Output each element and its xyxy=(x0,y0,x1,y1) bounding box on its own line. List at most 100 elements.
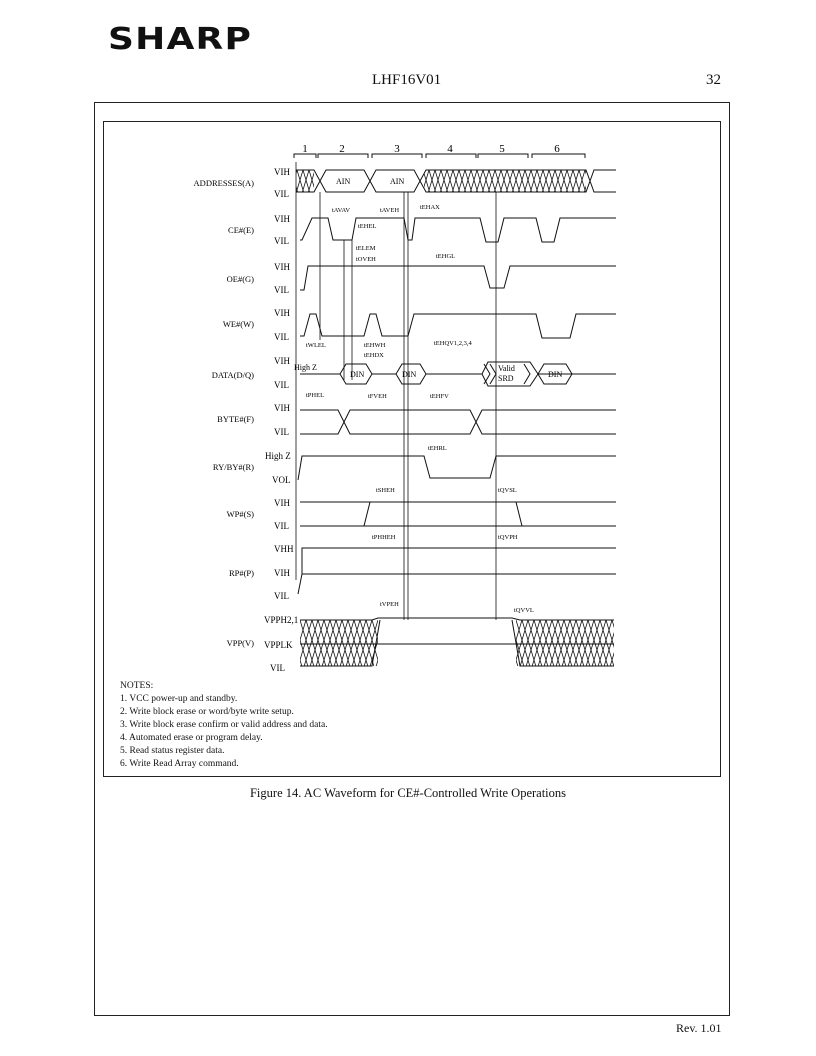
timing-label: tAVAV xyxy=(332,207,350,214)
timing-label: tEHWH xyxy=(364,342,386,349)
level-label: VIL xyxy=(274,189,289,199)
rp-waveform xyxy=(297,547,616,595)
step-label: 1 xyxy=(302,143,308,155)
level-label: VOL xyxy=(272,475,291,485)
level-label: VIH xyxy=(274,167,290,177)
signal-name: VPP(V) xyxy=(227,638,255,648)
figure-caption: Figure 14. AC Waveform for CE#-Controlle… xyxy=(249,786,567,800)
level-label: VPPLK xyxy=(264,640,293,650)
timing-label: tFVEH xyxy=(368,393,387,400)
timing-label: tPHEL xyxy=(306,392,324,399)
level-label: VIL xyxy=(274,591,289,601)
timing-label: tQVSL xyxy=(498,487,517,494)
note-item: 2. Write block erase or word/byte write … xyxy=(120,707,294,717)
timing-label: tAVEH xyxy=(380,207,399,214)
sharp-logo: SHARP xyxy=(108,22,253,57)
bracket-5 xyxy=(477,153,529,158)
vpp-waveform xyxy=(300,617,614,667)
step-label: 3 xyxy=(394,143,400,155)
page-frame xyxy=(94,102,730,1016)
signal-name: OE#(G) xyxy=(227,274,255,284)
note-item: 3. Write block erase confirm or valid ad… xyxy=(120,720,328,730)
valid-label: Valid xyxy=(498,364,515,373)
timing-label: tQVVL xyxy=(514,607,534,614)
high-z-label: High Z xyxy=(294,363,317,372)
document-id: LHF16V01 xyxy=(372,72,442,88)
bracket-4 xyxy=(425,153,477,158)
level-label: VIL xyxy=(274,521,289,531)
srd-label: SRD xyxy=(498,374,514,383)
level-label: VIL xyxy=(274,380,289,390)
level-label: VIL xyxy=(274,236,289,246)
step-brackets xyxy=(293,153,586,158)
bracket-1 xyxy=(293,153,317,158)
signal-name: WE#(W) xyxy=(223,319,254,329)
note-item: 5. Read status register data. xyxy=(120,746,225,756)
signal-name: BYTE#(F) xyxy=(217,414,254,424)
step-label: 4 xyxy=(447,143,453,155)
addr-in-label: AIN xyxy=(336,177,350,186)
data-in-label: DIN xyxy=(350,370,364,379)
addresses-waveform xyxy=(296,169,616,193)
level-label: VIH xyxy=(274,498,290,508)
figure-frame xyxy=(103,121,721,777)
timing-label: tVPEH xyxy=(380,601,399,608)
signal-name: ADDRESSES(A) xyxy=(194,178,255,188)
level-label: VIH xyxy=(274,308,290,318)
step-label: 5 xyxy=(499,143,505,155)
notes-list: 1. VCC power-up and standby. 2. Write bl… xyxy=(120,693,328,771)
note-item: 4. Automated erase or program delay. xyxy=(120,733,263,743)
timing-diagram: 1 2 3 4 5 6 ADDRESSES(A) CE#(E) OE#(G) W… xyxy=(194,143,616,673)
note-item: 6. Write Read Array command. xyxy=(120,759,239,769)
timing-label: tEHDX xyxy=(364,352,384,359)
step-label: 2 xyxy=(339,143,345,155)
data-in-label: DIN xyxy=(548,370,562,379)
ce-waveform xyxy=(300,217,616,243)
notes: NOTES: 1. VCC power-up and standby. 2. W… xyxy=(120,680,328,771)
timing-label: tEHFV xyxy=(430,393,449,400)
signal-name: DATA(D/Q) xyxy=(212,370,254,380)
timing-label: tWLEL xyxy=(306,342,326,349)
timing-label: tOVEH xyxy=(356,256,376,263)
addr-in-label: AIN xyxy=(390,177,404,186)
signal-name: WP#(S) xyxy=(227,509,255,519)
bracket-6 xyxy=(531,153,586,158)
wp-waveform xyxy=(300,501,616,527)
level-label: VIH xyxy=(274,214,290,224)
signal-name: RY/BY#(R) xyxy=(213,462,254,472)
timing-label: tPHHEH xyxy=(372,534,396,541)
data-in-label: DIN xyxy=(402,370,416,379)
level-label: VPPH2,1 xyxy=(264,615,298,625)
level-label: VIH xyxy=(274,403,290,413)
timing-label: tEHQV1,2,3,4 xyxy=(434,340,472,347)
byte-waveform xyxy=(300,409,616,435)
level-label: VIL xyxy=(270,663,285,673)
ryby-waveform xyxy=(297,455,616,481)
bracket-2 xyxy=(317,153,369,158)
level-label: VHH xyxy=(274,544,294,554)
page-number: 32 xyxy=(706,72,721,88)
level-label: High Z xyxy=(265,451,291,461)
level-label: VIH xyxy=(274,356,290,366)
bracket-3 xyxy=(371,153,423,158)
timing-label: tSHEH xyxy=(376,487,395,494)
notes-title: NOTES: xyxy=(120,681,154,691)
level-label: VIL xyxy=(274,285,289,295)
level-label: VIH xyxy=(274,262,290,272)
timing-label: tELEM xyxy=(356,245,376,252)
level-label: VIL xyxy=(274,332,289,342)
revision: Rev. 1.01 xyxy=(676,1021,722,1035)
timing-label: tEHGL xyxy=(436,253,455,260)
timing-label: tEHRL xyxy=(428,445,447,452)
signal-name: RP#(P) xyxy=(229,568,254,578)
oe-waveform xyxy=(300,265,616,291)
timing-label: tEHAX xyxy=(420,204,440,211)
level-label: VIL xyxy=(274,427,289,437)
timing-label: tEHEL xyxy=(358,223,376,230)
data-waveform xyxy=(300,361,616,387)
step-label: 6 xyxy=(554,143,560,155)
timing-label: tQVPH xyxy=(498,534,518,541)
note-item: 1. VCC power-up and standby. xyxy=(120,694,238,704)
level-label: VIH xyxy=(274,568,290,578)
signal-name: CE#(E) xyxy=(228,225,254,235)
